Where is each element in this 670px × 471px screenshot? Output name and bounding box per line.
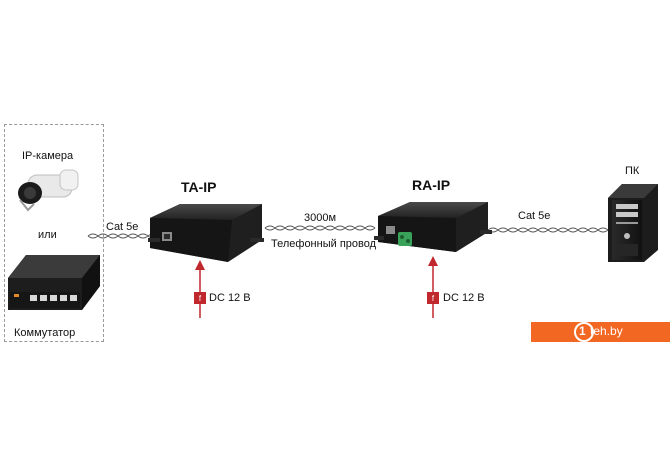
- phone-wire-label: Телефонный провод: [271, 238, 377, 250]
- ip-camera-image: [18, 169, 79, 212]
- ip-camera-label: IP-камера: [22, 150, 74, 162]
- network-switch-image: [8, 255, 100, 310]
- ta-power-label: DC 12 В: [209, 292, 251, 304]
- or-label: или: [38, 229, 57, 241]
- right-cable-wire: [487, 227, 609, 233]
- watermark-bar: [531, 322, 670, 342]
- pc-tower-image: [608, 184, 658, 262]
- watermark-digit: 1: [579, 324, 586, 338]
- ra-ip-title: RA-IP: [412, 177, 451, 193]
- ta-ip-title: TA-IP: [181, 179, 217, 195]
- svg-text:f: f: [432, 294, 435, 303]
- middle-cable-wire: [264, 225, 376, 231]
- ta-ip-device-image: [148, 204, 264, 262]
- right-cable-label: Cat 5e: [518, 210, 551, 222]
- watermark-text: teh.by: [590, 324, 623, 338]
- switch-label: Коммутатор: [14, 327, 76, 339]
- pc-label: ПК: [625, 165, 640, 177]
- left-cable-wire: [87, 233, 159, 239]
- ra-power-arrow: f: [427, 256, 439, 318]
- ta-power-arrow: f: [194, 260, 206, 318]
- watermark-badge: [574, 322, 594, 342]
- ra-ip-device-image: [374, 202, 492, 252]
- source-group-frame: [4, 124, 104, 342]
- svg-text:f: f: [199, 294, 202, 303]
- left-cable-label: Cat 5e: [106, 221, 139, 233]
- distance-label: 3000м: [304, 212, 337, 224]
- ra-power-label: DC 12 В: [443, 292, 485, 304]
